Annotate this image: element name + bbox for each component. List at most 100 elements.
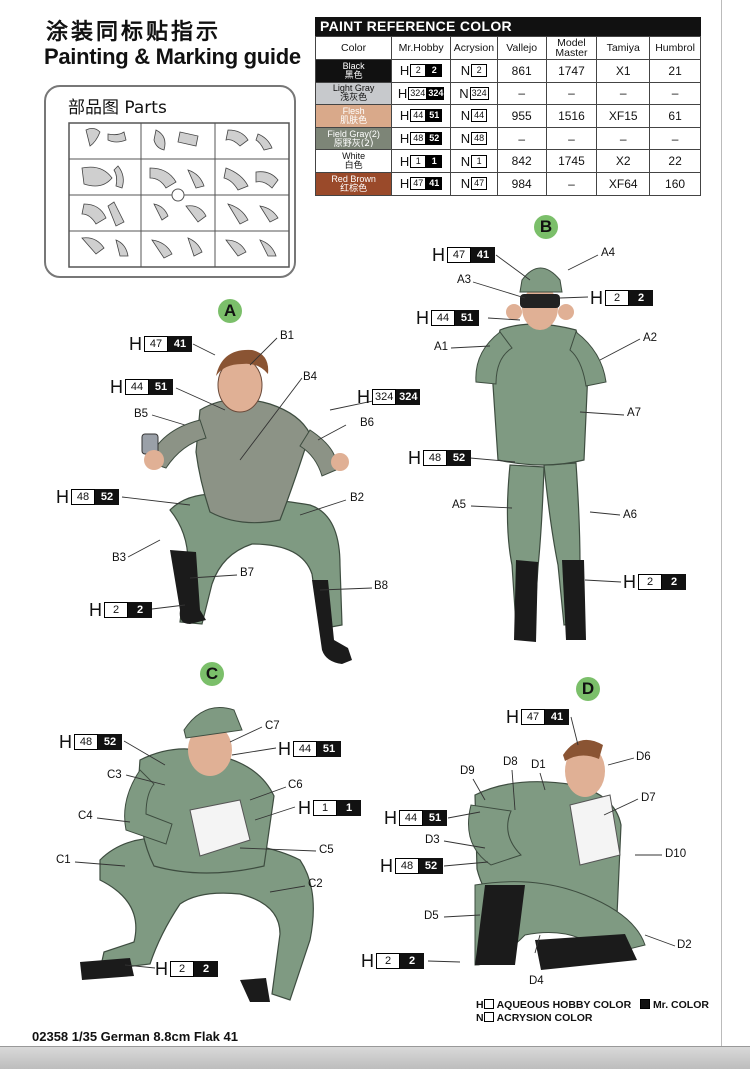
n-prefix: N bbox=[459, 85, 469, 101]
color-name: White bbox=[342, 151, 366, 162]
h-prefix: H bbox=[399, 63, 410, 79]
label-b3: B3 bbox=[112, 552, 127, 564]
h-prefix: H bbox=[397, 85, 408, 101]
humbrol-value: 160 bbox=[649, 171, 701, 196]
model-master-value: 1745 bbox=[545, 149, 598, 173]
label-c5: C5 bbox=[319, 844, 334, 856]
h-prefix: H bbox=[399, 131, 410, 147]
color-name-cn: 肌肤色 bbox=[340, 115, 368, 126]
mrhobby-aqueous-code: 48 bbox=[410, 132, 427, 146]
parts-box: 部品图 Parts bbox=[44, 85, 296, 278]
color-name-cn: 原野灰(2) bbox=[333, 138, 374, 149]
legend-mr-text: Mr. COLOR bbox=[652, 999, 709, 1011]
title-english: Painting & Marking guide bbox=[44, 44, 301, 69]
label-a6: A6 bbox=[623, 509, 638, 521]
mrhobby-color-code: 1 bbox=[426, 154, 443, 168]
acrysion-value: 2 bbox=[471, 64, 488, 78]
color-name: Black bbox=[342, 60, 365, 71]
col-color: Color bbox=[314, 36, 393, 60]
section-marker-c: C bbox=[200, 662, 224, 686]
label-d7: D7 bbox=[641, 792, 656, 804]
paint-table-title: PAINT REFERENCE COLOR bbox=[315, 17, 701, 36]
color-name: Light Gray bbox=[332, 83, 375, 94]
color-name: Field Gray(2) bbox=[327, 128, 380, 139]
footer-title: 02358 1/35 German 8.8cm Flak 41 bbox=[32, 1029, 238, 1044]
color-name-cn: 浅灰色 bbox=[340, 93, 368, 104]
n-prefix: N bbox=[460, 108, 471, 124]
label-d6: D6 bbox=[636, 751, 651, 763]
mrhobby-aqueous-code: 47 bbox=[410, 177, 427, 191]
color-name-cn: 白色 bbox=[344, 161, 363, 172]
n-prefix: N bbox=[460, 131, 471, 147]
h-prefix: H bbox=[399, 153, 410, 169]
label-d3: D3 bbox=[425, 834, 440, 846]
paint-reference-table: PAINT REFERENCE COLOR Color Mr.Hobby Acr… bbox=[314, 17, 701, 196]
legend-h-text: AQUEOUS HOBBY COLOR bbox=[496, 999, 632, 1011]
label-b1: B1 bbox=[280, 330, 295, 342]
paint-table-header-row: Color Mr.Hobby Acrysion Vallejo Model Ma… bbox=[314, 36, 701, 60]
label-a2: A2 bbox=[643, 332, 658, 344]
n-prefix: N bbox=[460, 176, 471, 192]
col-mrhobby: Mr.Hobby bbox=[391, 36, 452, 60]
col-acrysion: Acrysion bbox=[450, 36, 498, 60]
legend-open-square-icon-2 bbox=[483, 1012, 494, 1022]
mrhobby-color-code: 41 bbox=[426, 177, 443, 191]
label-c6: C6 bbox=[288, 779, 303, 791]
parts-title: 部品图 Parts bbox=[68, 98, 167, 118]
mrhobby-aqueous-code: 1 bbox=[410, 154, 427, 168]
figure-c-illustration bbox=[80, 707, 314, 1002]
mrhobby-color-code: 51 bbox=[426, 109, 443, 123]
label-b5: B5 bbox=[134, 408, 149, 420]
acrysion-value: 44 bbox=[471, 109, 488, 123]
label-d1: D1 bbox=[531, 759, 546, 771]
acrysion-value: 47 bbox=[471, 177, 488, 191]
section-marker-d: D bbox=[576, 677, 600, 701]
acrysion-value: 324 bbox=[469, 86, 489, 100]
label-a5: A5 bbox=[452, 499, 467, 511]
label-b8: B8 bbox=[374, 580, 389, 592]
mrhobby-aqueous-code: 44 bbox=[410, 109, 427, 123]
label-c4: C4 bbox=[78, 810, 93, 822]
acrysion-value: 48 bbox=[471, 132, 488, 146]
paint-table: Color Mr.Hobby Acrysion Vallejo Model Ma… bbox=[314, 36, 701, 196]
model-master-value: 1747 bbox=[545, 59, 598, 83]
mrhobby-color-code: 2 bbox=[426, 64, 443, 78]
label-a1: A1 bbox=[434, 341, 449, 353]
n-prefix: N bbox=[460, 63, 471, 79]
legend-n-text: ACRYSION COLOR bbox=[496, 1012, 593, 1024]
label-d5: D5 bbox=[424, 910, 439, 922]
color-swatch: Field Gray(2)原野灰(2) bbox=[314, 126, 393, 151]
n-prefix: N bbox=[460, 153, 471, 169]
mrhobby-color-code: 324 bbox=[427, 86, 445, 100]
h-prefix: H bbox=[399, 176, 410, 192]
label-a3: A3 bbox=[457, 274, 472, 286]
title-chinese: 涂装同标贴指示 bbox=[46, 20, 222, 45]
color-name: Red Brown bbox=[331, 173, 376, 184]
